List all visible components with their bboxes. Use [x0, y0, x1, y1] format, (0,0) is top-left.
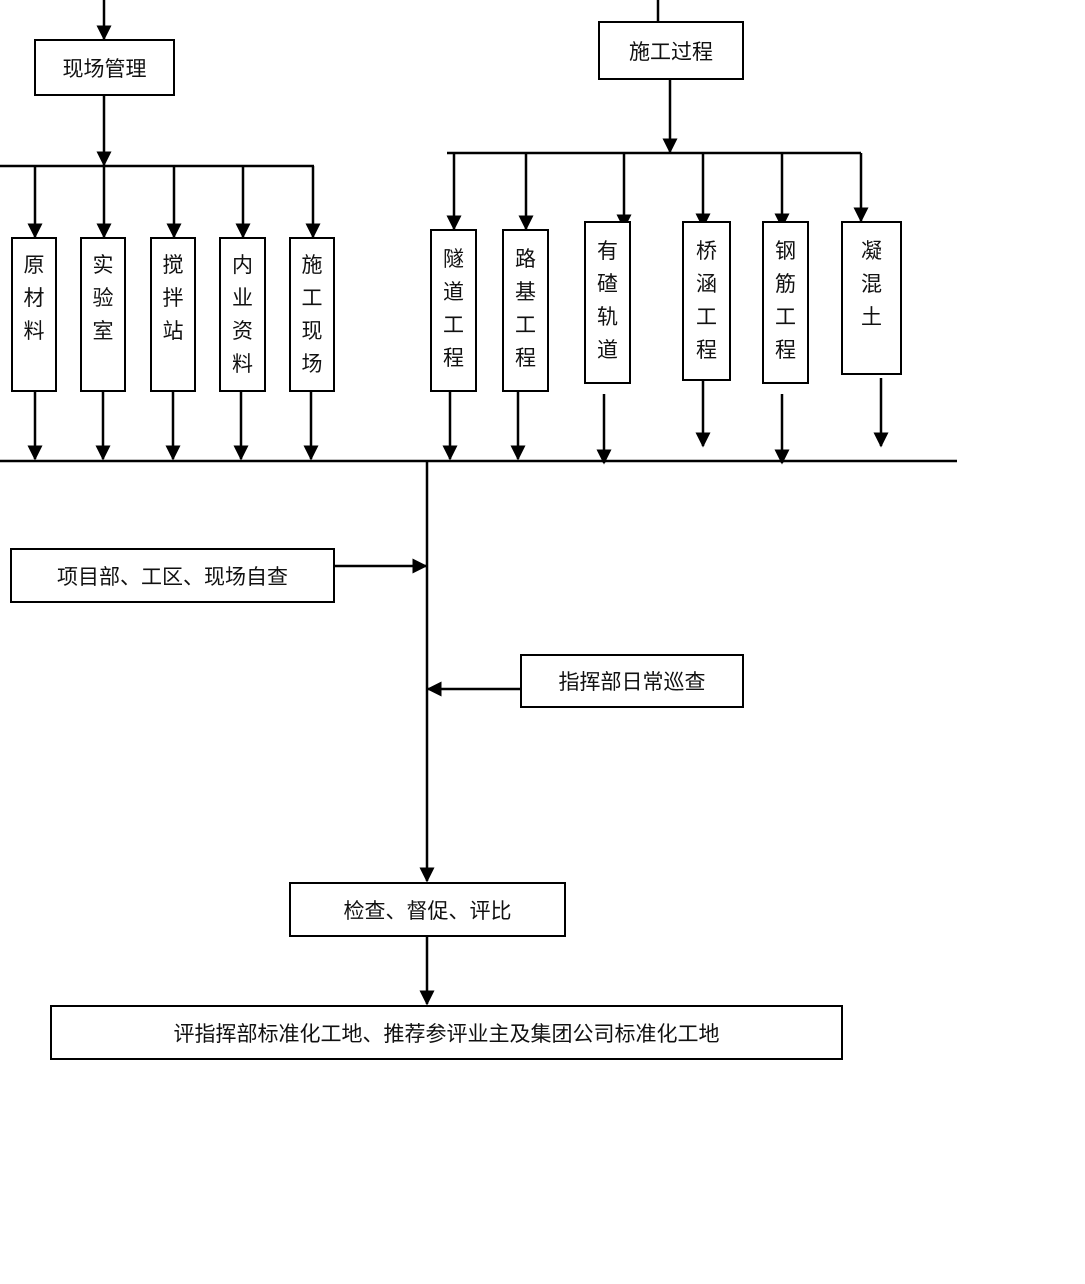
node-self-check: 项目部、工区、现场自查	[10, 548, 335, 603]
node-bridge-culvert-label: 桥涵工程	[695, 239, 717, 362]
node-concrete: 凝混土	[841, 221, 902, 375]
node-ballast-track: 有碴轨道	[584, 221, 631, 384]
node-construction-site: 施工现场	[289, 237, 335, 392]
node-final: 评指挥部标准化工地、推荐参评业主及集团公司标准化工地	[50, 1005, 843, 1060]
node-concrete-label: 凝混土	[860, 239, 882, 329]
node-bridge-culvert: 桥涵工程	[682, 221, 731, 381]
node-construction-process-label: 施工过程	[629, 39, 713, 64]
node-final-label: 评指挥部标准化工地、推荐参评业主及集团公司标准化工地	[173, 1021, 720, 1046]
node-subgrade: 路基工程	[502, 229, 549, 392]
node-tunnel-label: 隧道工程	[442, 247, 464, 370]
node-tunnel: 隧道工程	[430, 229, 477, 392]
node-hq-patrol-label: 指挥部日常巡查	[558, 670, 706, 694]
node-raw-material-label: 原材料	[23, 253, 45, 343]
node-hq-patrol: 指挥部日常巡查	[520, 654, 744, 708]
node-subgrade-label: 路基工程	[514, 247, 536, 370]
node-raw-material: 原材料	[11, 237, 57, 392]
node-internal-docs: 内业资料	[219, 237, 266, 392]
node-inspect-label: 检查、督促、评比	[343, 898, 512, 923]
node-rebar: 钢筋工程	[762, 221, 809, 384]
node-lab: 实验室	[80, 237, 126, 392]
node-rebar-label: 钢筋工程	[774, 239, 796, 362]
node-inspect: 检查、督促、评比	[289, 882, 566, 937]
node-internal-docs-label: 内业资料	[231, 253, 253, 376]
node-mixing-station: 搅拌站	[150, 237, 196, 392]
node-self-check-label: 项目部、工区、现场自查	[57, 564, 288, 589]
node-construction-site-label: 施工现场	[301, 253, 323, 376]
node-site-management: 现场管理	[34, 39, 175, 96]
node-site-management-label: 现场管理	[62, 56, 147, 81]
node-ballast-track-label: 有碴轨道	[596, 239, 618, 362]
node-lab-label: 实验室	[92, 253, 114, 343]
node-mixing-station-label: 搅拌站	[162, 253, 184, 343]
node-construction-process: 施工过程	[598, 21, 744, 80]
